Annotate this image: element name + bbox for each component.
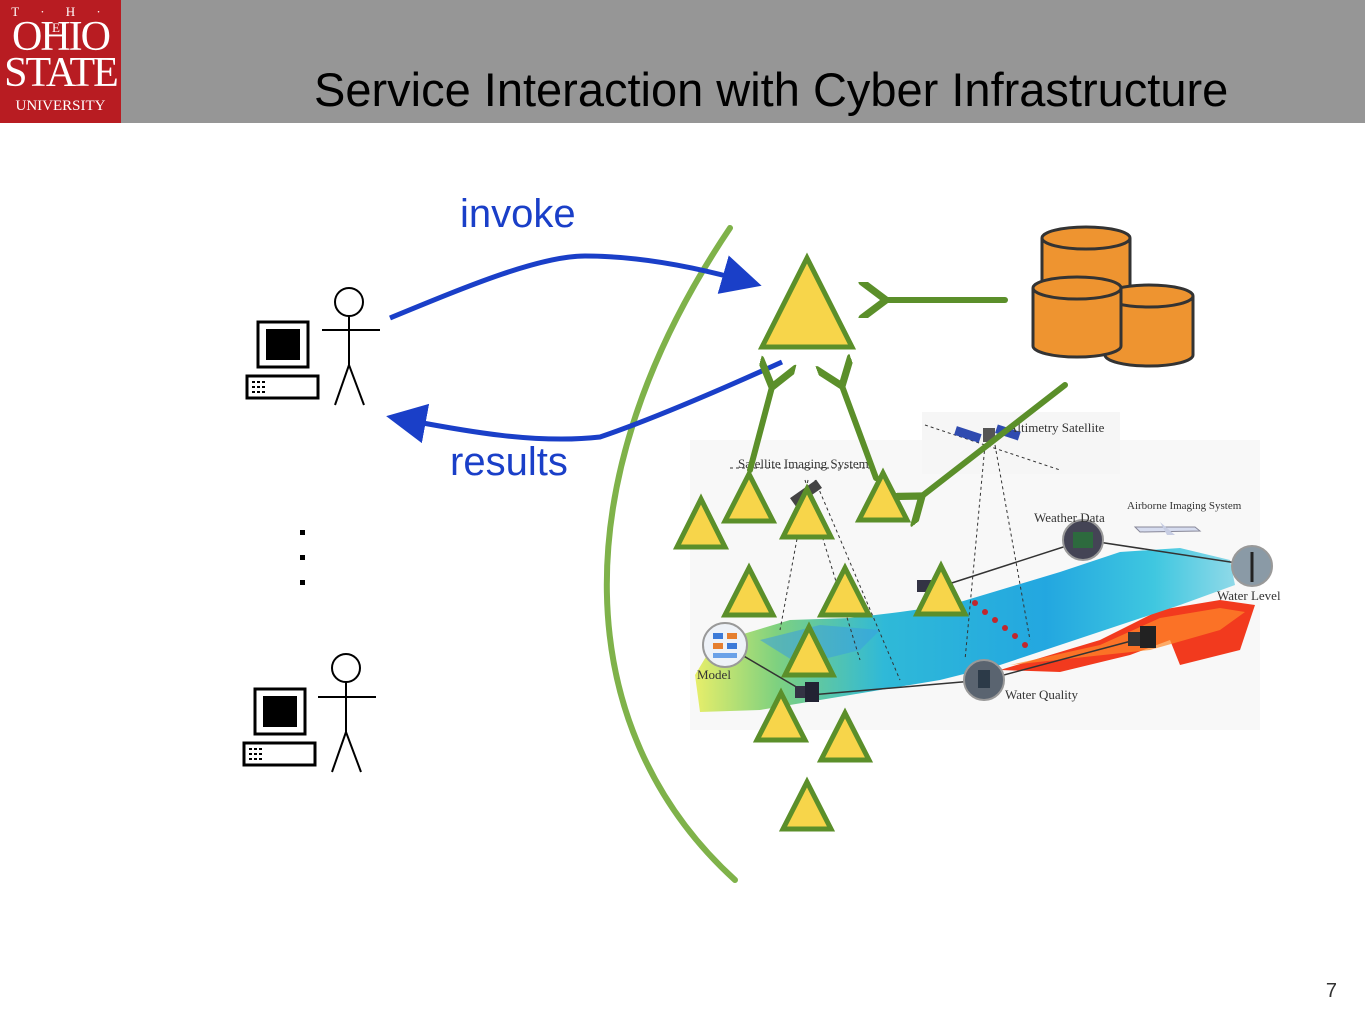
- user-workstation-1: [245, 287, 380, 406]
- osu-logo: T · H · E OHIO STATE UNIVERSITY: [0, 0, 121, 123]
- map-illustration: Altimetry Satellite Satellite Imaging Sy…: [690, 412, 1281, 730]
- service-triangle: [672, 493, 730, 550]
- service-triangle: [752, 687, 810, 743]
- page-number: 7: [1325, 980, 1337, 1002]
- label-water-level: Water Level: [1217, 588, 1281, 603]
- logo-line3: STATE: [4, 50, 119, 96]
- results-arrow: [386, 359, 784, 444]
- header-bar: T · H · E OHIO STATE UNIVERSITY Service …: [0, 0, 1365, 123]
- weather-node-icon: [1062, 519, 1104, 561]
- heat-zone-inner: [1010, 608, 1245, 665]
- logo-line1: T · H · E: [11, 4, 110, 35]
- service-triangle: [912, 560, 970, 617]
- results-label: results: [450, 440, 568, 484]
- main-service-triangle: [757, 252, 857, 350]
- water-quality-node-icon: [963, 659, 1005, 701]
- ellipsis-dots: [300, 530, 305, 585]
- red-computer-node-icon: [1128, 626, 1156, 648]
- label-imaging: Satellite Imaging System: [738, 456, 869, 471]
- node-up-arrow-left: [747, 387, 772, 473]
- green-arrows: [747, 300, 1068, 496]
- service-triangle: [854, 467, 912, 523]
- slide-title: Service Interaction with Cyber Infrastru…: [314, 63, 1229, 116]
- computer-node-icon: [795, 682, 819, 702]
- service-triangles: [672, 252, 970, 832]
- label-model: Model: [697, 667, 731, 682]
- database-to-node-arrow: [922, 382, 1068, 496]
- infrastructure-boundary: [603, 225, 738, 883]
- person-1: [322, 287, 380, 406]
- service-triangle: [816, 707, 874, 763]
- label-weather: Weather Data: [1034, 510, 1105, 525]
- node-up-arrow-right: [842, 386, 879, 481]
- label-water-quality: Water Quality: [1005, 687, 1078, 702]
- database-cylinder-front: [1031, 275, 1123, 301]
- user-workstation-2: [242, 653, 376, 773]
- airplane-icon: [1133, 522, 1202, 535]
- service-triangle: [778, 776, 836, 832]
- invoke-label: invoke: [460, 192, 576, 236]
- label-airborne: Airborne Imaging System: [1127, 500, 1242, 512]
- service-triangle: [816, 562, 874, 618]
- database-icon: [1031, 225, 1195, 368]
- logo-line2: OHIO: [12, 14, 111, 60]
- logo-line4: UNIVERSITY: [15, 98, 106, 114]
- service-triangle: [780, 621, 838, 678]
- service-triangle: [720, 562, 778, 618]
- water-level-node-icon: [1231, 545, 1273, 587]
- service-triangle: [778, 483, 836, 540]
- label-altimetry: Altimetry Satellite: [1008, 420, 1105, 435]
- service-triangle: [720, 468, 778, 524]
- buoy-dots: [972, 600, 1028, 648]
- person-2: [318, 653, 376, 773]
- model-node-icon: [702, 622, 748, 668]
- invoke-arrow: [389, 253, 762, 321]
